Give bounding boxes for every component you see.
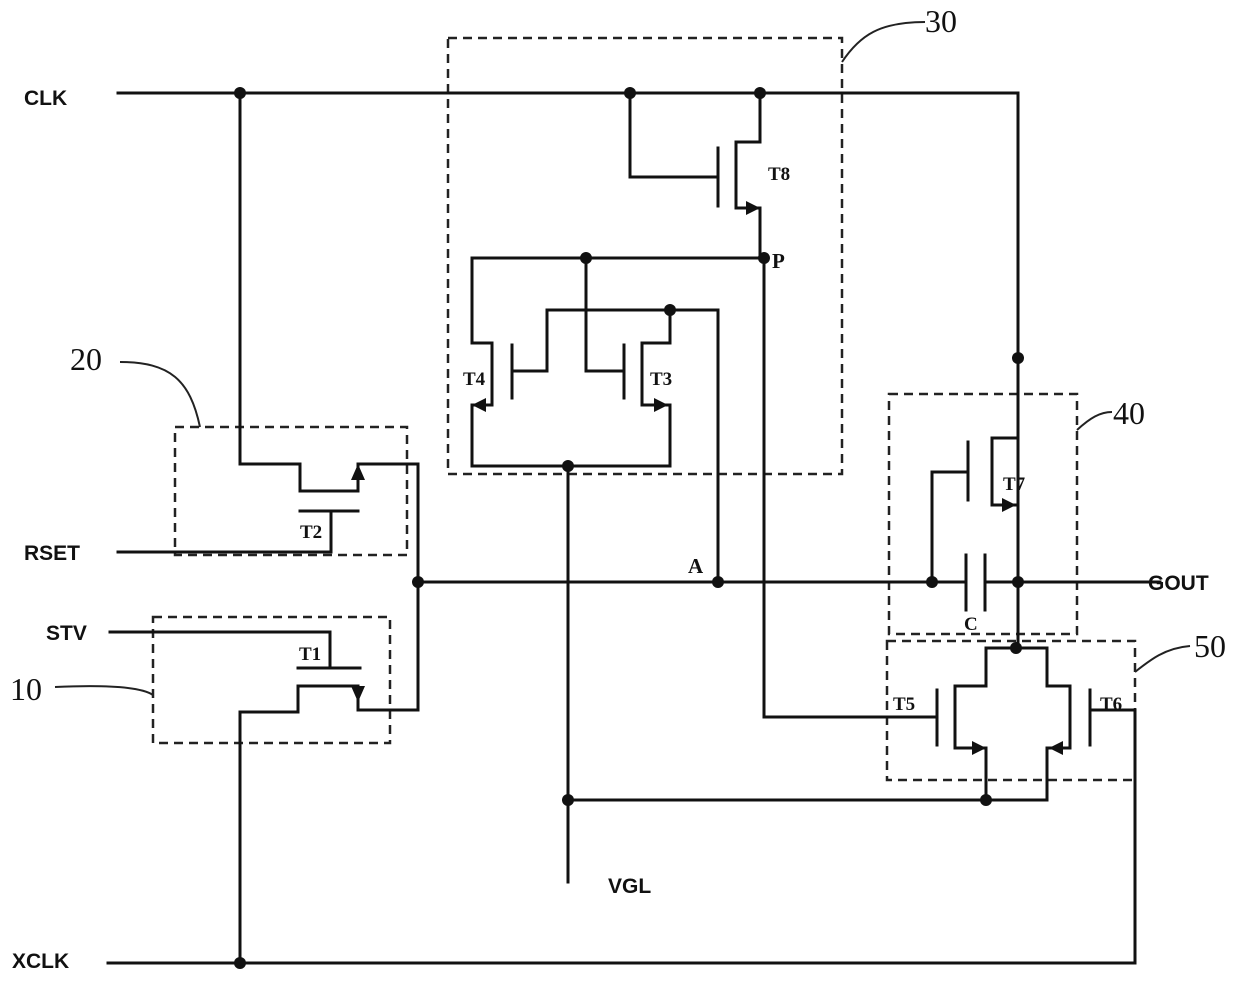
t5-channel (955, 648, 986, 800)
capacitor-label: C (964, 614, 978, 635)
t8-label: T8 (768, 164, 790, 185)
t8-source (736, 208, 760, 258)
rset-label: RSET (24, 542, 80, 565)
module-40-box (889, 394, 1077, 634)
junction-dot (980, 794, 992, 806)
t6-channel (986, 648, 1070, 800)
t5-arrow (972, 741, 986, 755)
t8-gate-wire (630, 93, 715, 177)
a-feedback-wire (670, 310, 718, 582)
t6-arrow (1049, 741, 1063, 755)
t2-label: T2 (300, 522, 322, 543)
xclk-label: XCLK (12, 950, 69, 973)
module-30-leader (842, 22, 925, 62)
t7-label: T7 (1003, 474, 1026, 495)
junction-dot (562, 460, 574, 472)
junction-dot (234, 957, 246, 969)
junction-dot (754, 87, 766, 99)
junction-dot (664, 304, 676, 316)
junction-dot (234, 87, 246, 99)
block-40-label: 40 (1113, 395, 1145, 431)
t5-label: T5 (893, 694, 915, 715)
clk-to-t2-wire (240, 93, 300, 464)
junction-dot (1012, 576, 1024, 588)
junction-dot (1010, 642, 1022, 654)
t4-label: T4 (463, 369, 486, 390)
t3-arrow (654, 398, 668, 412)
t8-drain (736, 93, 760, 142)
clk-label: CLK (24, 87, 67, 110)
module-10-box (153, 617, 390, 743)
block-30-label: 30 (925, 3, 957, 39)
t2-arrow (351, 464, 365, 480)
junction-dot (412, 576, 424, 588)
module-50-leader (1135, 646, 1190, 672)
t1-label: T1 (299, 644, 321, 665)
p-to-t5-wire (764, 258, 935, 717)
junction-dot (712, 576, 724, 588)
t4-arrow (472, 398, 486, 412)
t3-label: T3 (650, 369, 672, 390)
t3-gate-wire (586, 258, 622, 371)
block-50-label: 50 (1194, 628, 1226, 664)
module-40-leader (1077, 412, 1112, 430)
junction-dot (624, 87, 636, 99)
junction-dot (926, 576, 938, 588)
t3-drain (642, 310, 670, 343)
t6-label: T6 (1100, 694, 1122, 715)
t3-source (472, 405, 670, 466)
junction-dot (562, 794, 574, 806)
stv-label: STV (46, 622, 87, 645)
module-20-leader (120, 362, 200, 427)
stv-wire (110, 632, 330, 668)
junction-dot (580, 252, 592, 264)
t4-channel (472, 258, 492, 466)
t1-arrow (351, 686, 365, 702)
node-a-label: A (688, 554, 704, 578)
clk-wire (118, 93, 1018, 438)
junction-dot (1012, 352, 1024, 364)
t1-channel (240, 686, 418, 962)
gout-label: GOUT (1148, 572, 1209, 595)
block-20-label: 20 (70, 341, 102, 377)
module-20-box (175, 427, 407, 555)
t7-gate-wire (932, 472, 968, 582)
block-10-label: 10 (10, 671, 42, 707)
vgl-label: VGL (608, 875, 651, 898)
t8-arrow (746, 201, 760, 215)
node-p-label: P (772, 249, 785, 273)
module-10-leader (55, 686, 153, 695)
junction-dot (758, 252, 770, 264)
t7-arrow (1002, 498, 1016, 512)
t4-gate-wire (512, 310, 670, 371)
